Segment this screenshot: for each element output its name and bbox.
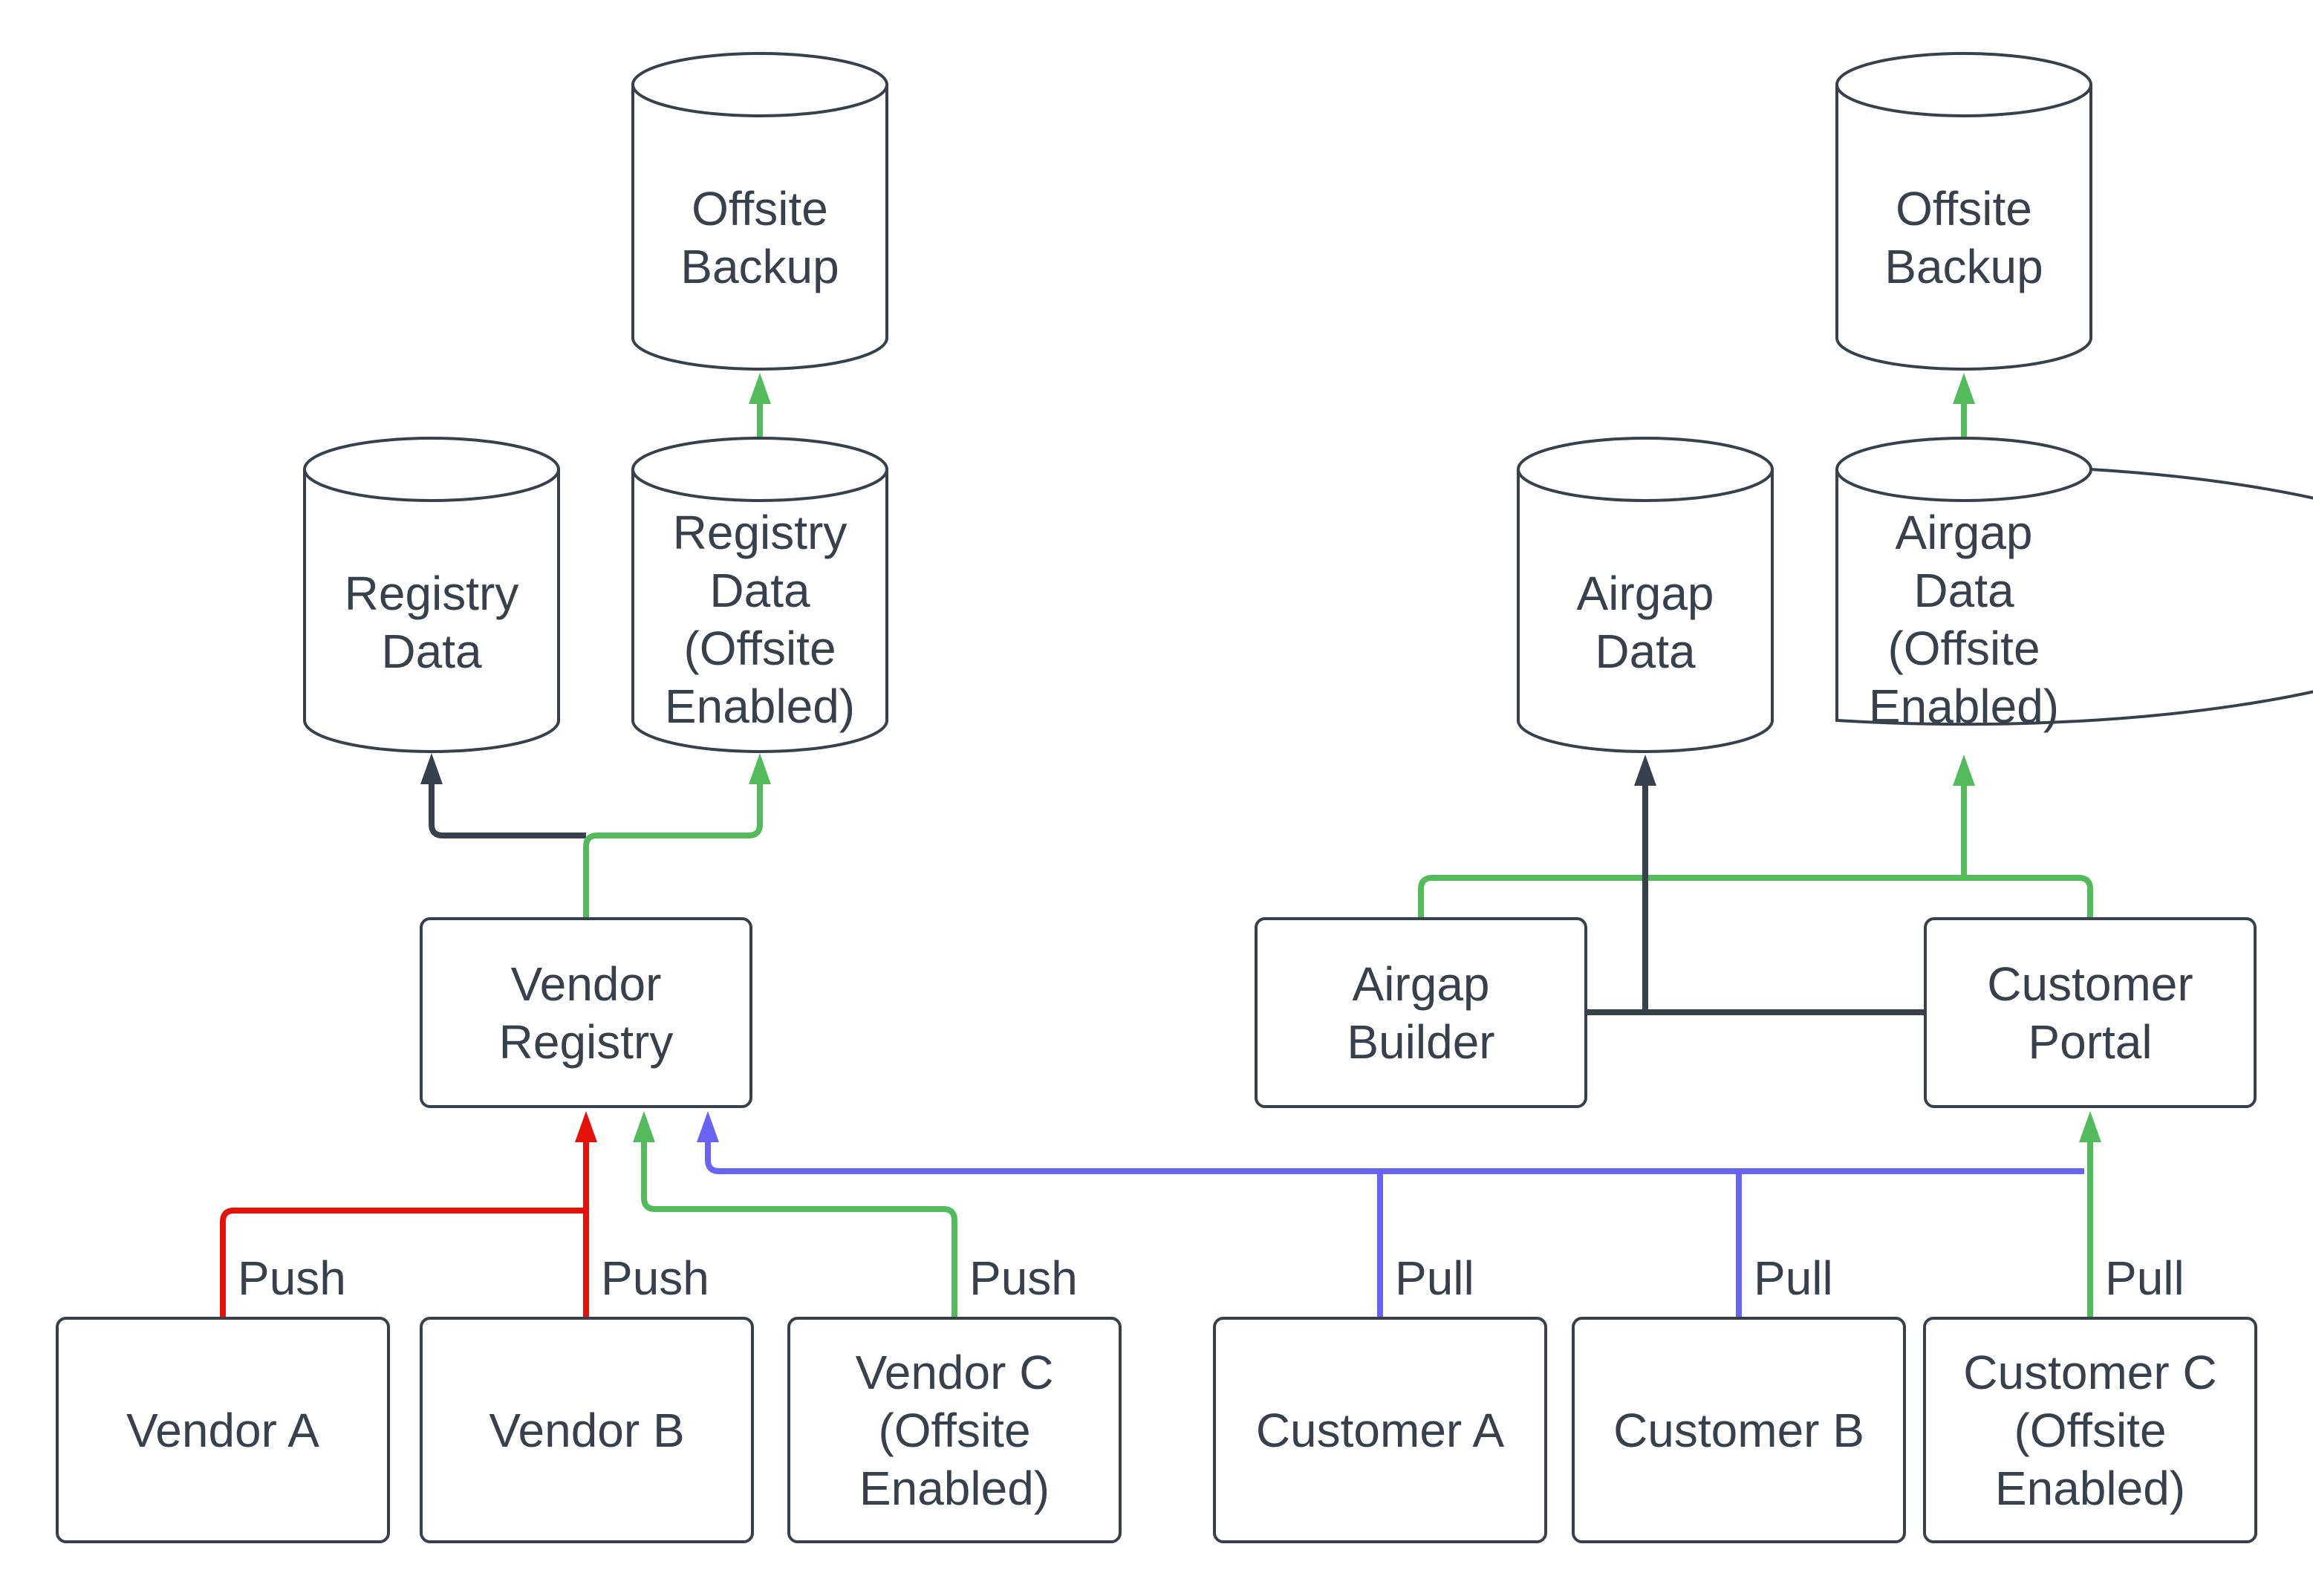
arrowhead-pull-blue [697, 1111, 719, 1142]
node-label: Customer B [1613, 1403, 1864, 1457]
edge-registry-to-registry-data-offsite [583, 784, 763, 917]
node-label: Airgap Builder [1347, 957, 1495, 1069]
arrowhead-offsite-backup-left [749, 373, 771, 404]
node-vendor-b: Vendor B [420, 1317, 754, 1543]
edge-label-push-c: Push [969, 1251, 1078, 1305]
edge-label-pull-a: Pull [1395, 1251, 1474, 1305]
node-vendor-registry: Vendor Registry [420, 917, 752, 1108]
arrowhead-registry-data-offsite [749, 753, 771, 784]
edge-registry-to-registry-data [429, 784, 586, 838]
arrowhead-offsite-backup-right [1953, 373, 1975, 404]
cylinder-airgap-data-offsite [1835, 437, 2313, 726]
node-airgap-builder: Airgap Builder [1255, 917, 1587, 1108]
edge-builder-portal-green-bus [1418, 875, 2093, 917]
edge-vendor-a-push [220, 1208, 583, 1317]
arrowhead-registry-data [420, 753, 443, 784]
node-label: Vendor B [489, 1403, 685, 1457]
node-vendor-c: Vendor C (Offsite Enabled) [787, 1317, 1122, 1543]
node-label: Customer C (Offsite Enabled) [1963, 1345, 2217, 1515]
edge-label-pull-b: Pull [1754, 1251, 1833, 1305]
edge-customer-pull-bus [705, 1139, 2084, 1174]
cylinder-airgap-data [1517, 437, 1774, 753]
node-customer-portal: Customer Portal [1924, 917, 2257, 1108]
cylinder-offsite-backup-left [631, 52, 888, 371]
arrowhead-customer-c-pull [2079, 1111, 2101, 1142]
node-vendor-a: Vendor A [56, 1317, 390, 1543]
node-label: Customer Portal [1987, 957, 2193, 1069]
edge-label-push-a: Push [238, 1251, 346, 1305]
node-label: Vendor Registry [498, 957, 674, 1069]
edge-label-push-b: Push [601, 1251, 709, 1305]
cylinder-registry-data [303, 437, 560, 753]
arrowhead-push-green [633, 1111, 655, 1142]
node-customer-a: Customer A [1213, 1317, 1547, 1543]
node-label: Customer A [1255, 1403, 1505, 1457]
edge-vendor-c-push [641, 1139, 957, 1317]
arrowhead-airgap-data-offsite [1953, 755, 1975, 786]
node-label: Vendor C (Offsite Enabled) [855, 1345, 1054, 1515]
cylinder-registry-data-offsite [631, 437, 888, 753]
node-customer-b: Customer B [1572, 1317, 1906, 1543]
arrowhead-push-red [575, 1111, 597, 1142]
node-customer-c: Customer C (Offsite Enabled) [1923, 1317, 2257, 1543]
edge-label-pull-c: Pull [2105, 1251, 2184, 1305]
node-label: Vendor A [126, 1403, 319, 1457]
arrowhead-airgap-data [1634, 755, 1656, 786]
cylinder-offsite-backup-right [1835, 52, 2092, 371]
